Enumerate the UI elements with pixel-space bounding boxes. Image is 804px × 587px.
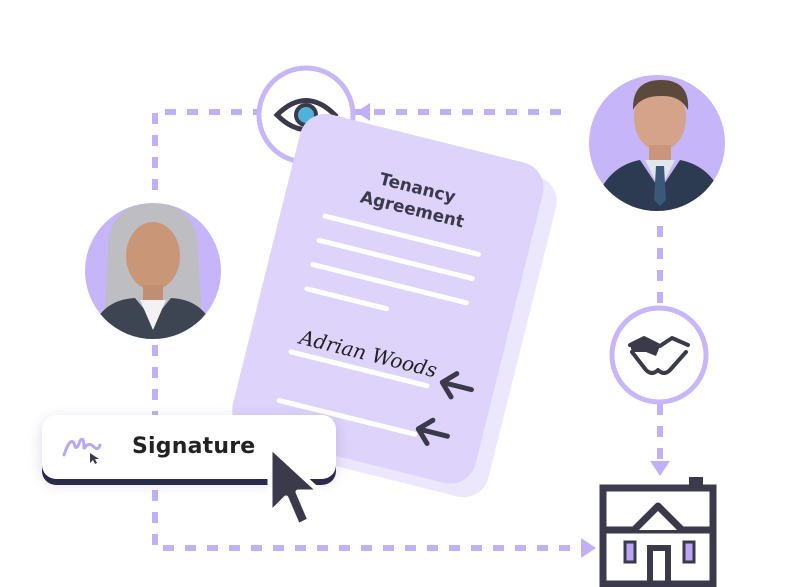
woman-avatar: [80, 198, 226, 344]
arrow-left-icon: [439, 371, 474, 400]
man-avatar: [584, 70, 730, 216]
arrow-left-icon: [415, 417, 450, 446]
signature-label: Signature: [132, 434, 256, 459]
workflow-path: [152, 109, 663, 551]
pointer-cursor-icon: [267, 443, 323, 529]
house-icon: [599, 477, 717, 587]
handshake-icon: [609, 305, 709, 405]
arrowhead-left: [356, 103, 370, 121]
signature-scribble-icon: [62, 437, 102, 464]
arrowhead-down: [650, 461, 670, 476]
tenancy-agreement-document: Tenancy Agreement Adrian Woods: [232, 113, 557, 498]
arrowhead-right: [581, 538, 596, 558]
